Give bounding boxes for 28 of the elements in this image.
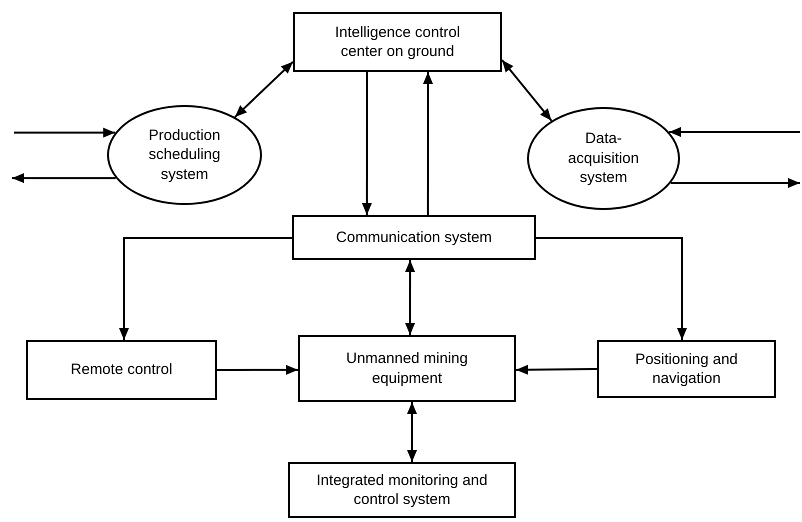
node-label: Communication system — [335, 228, 493, 248]
arrow — [234, 61, 294, 118]
node-label: Positioning and navigation — [634, 350, 739, 388]
arrow — [407, 402, 418, 462]
arrow — [669, 127, 800, 137]
node-label: Intelligence control center on ground — [334, 22, 462, 62]
arrow — [118, 236, 292, 340]
process-box — [298, 335, 516, 402]
node-label: Integrated monitoring and control system — [316, 470, 488, 510]
arrow — [217, 364, 298, 375]
process-box — [288, 462, 516, 518]
process-box — [293, 12, 502, 72]
arrow — [12, 173, 116, 184]
process-box — [597, 340, 776, 398]
process-box — [26, 340, 217, 400]
node-label: Unmanned mining equipment — [345, 349, 469, 388]
arrow — [670, 178, 800, 188]
arrow — [405, 260, 416, 335]
arrow — [423, 72, 433, 215]
arrow — [14, 128, 116, 138]
arrow — [536, 236, 688, 340]
arrow — [516, 364, 598, 375]
node-label: Remote control — [70, 360, 174, 380]
node-label: Production scheduling system — [148, 126, 222, 184]
arrow — [501, 59, 552, 122]
process-box — [292, 215, 536, 260]
arrow — [362, 72, 372, 215]
node-label: Data-acquisition system — [567, 129, 640, 188]
